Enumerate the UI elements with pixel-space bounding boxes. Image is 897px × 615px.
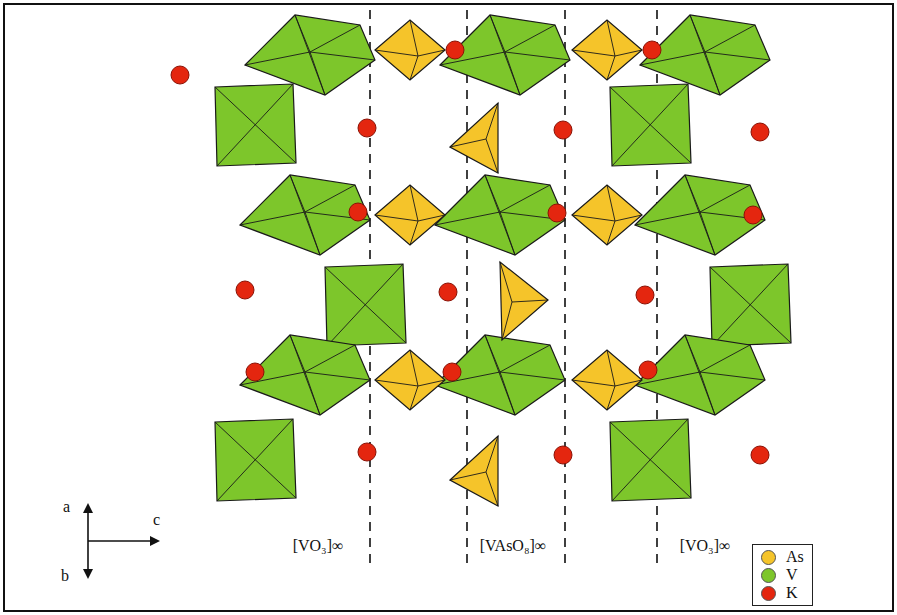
potassium-atoms — [171, 41, 769, 464]
vanadium-octahedra — [215, 15, 791, 501]
layer-label: [VO₃]∞ — [290, 536, 347, 555]
legend-text: V — [786, 566, 798, 584]
axis-arrows — [83, 503, 160, 579]
legend-text: As — [786, 548, 804, 566]
arsenic-tetrahedra — [375, 20, 642, 506]
legend-swatch — [761, 550, 776, 565]
legend-swatch — [761, 586, 776, 601]
axis-label: a — [60, 497, 73, 516]
legend-row: V — [761, 566, 804, 584]
axis-label: b — [58, 566, 72, 585]
legend-text: K — [786, 584, 798, 602]
legend-swatch — [761, 568, 776, 583]
legend-row: K — [761, 584, 804, 602]
layer-label: [VAsO₈]∞ — [477, 536, 549, 555]
axis-label: c — [150, 510, 163, 529]
legend: AsVK — [752, 544, 813, 606]
legend-row: As — [761, 548, 804, 566]
layer-label: [VO₃]∞ — [677, 536, 734, 555]
frame — [4, 4, 893, 611]
